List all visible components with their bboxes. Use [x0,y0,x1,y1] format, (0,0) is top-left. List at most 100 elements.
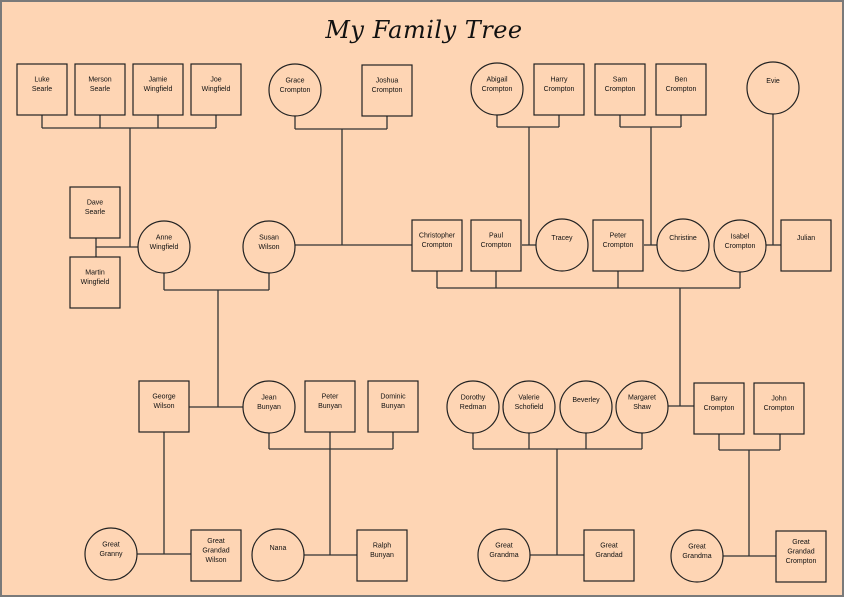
person-node-evie[interactable]: Evie [746,61,800,115]
person-name-line: Grace [285,78,304,85]
person-name-line: Crompton [603,242,634,249]
person-node-christine[interactable]: Christine [656,218,710,272]
person-name-line: Crompton [764,405,795,412]
person-name-line: Joe [210,77,221,84]
person-name-line: Peter [322,394,339,401]
person-circle [251,528,305,582]
person-box [470,219,522,272]
person-name-line: Bunyan [257,404,281,411]
person-name-line: Searle [85,209,105,216]
person-name-line: Crompton [422,242,453,249]
person-node-beverley[interactable]: Beverley [559,380,613,434]
person-name-line: Christine [669,235,697,242]
person-name-line: Great [102,542,120,549]
person-box [74,63,126,116]
person-box [592,219,644,272]
person-name-line: Great [688,544,706,551]
person-name-line: Susan [259,235,279,242]
person-name-line: Grandma [682,553,711,560]
person-box [753,382,805,435]
person-node-julian[interactable]: Julian [780,219,832,272]
person-name-line: Granny [100,551,123,558]
person-name-line: Crompton [372,87,403,94]
person-name-line: Joshua [376,78,399,85]
person-name-line: Dominic [380,394,406,401]
person-circle [713,219,767,273]
person-name-line: Searle [32,86,52,93]
person-name-line: Jamie [149,77,168,84]
person-name-line: Grandad [595,552,622,559]
person-name-line: Paul [489,233,503,240]
person-name-line: Schofield [515,404,544,411]
person-name-line: Crompton [605,86,636,93]
person-name-line: Wingfield [144,86,173,93]
person-node-tracey[interactable]: Tracey [535,218,589,272]
person-name-line: Wingfield [150,244,179,251]
person-name-line: Wilson [205,557,226,564]
person-name-line: Grandma [489,552,518,559]
person-circle [656,218,710,272]
person-name-line: Luke [34,77,49,84]
person-name-line: Dave [87,200,103,207]
person-box [190,63,242,116]
person-box [411,219,463,272]
person-circle [470,62,524,116]
person-name-line: Wingfield [81,279,110,286]
person-name-line: Anne [156,235,172,242]
person-name-line: Nana [270,545,287,552]
person-name-line: Isabel [731,234,750,241]
person-circle [84,527,138,581]
person-box [583,529,635,582]
person-name-line: Peter [610,233,627,240]
person-name-line: Bunyan [318,403,342,410]
person-name-line: Barry [711,396,728,403]
person-name-line: Crompton [482,86,513,93]
person-name-line: Crompton [786,558,817,565]
person-name-line: Margaret [628,395,656,402]
person-box [594,63,646,116]
person-node-nana[interactable]: Nana [251,528,305,582]
person-name-line: Great [600,543,618,550]
person-circle [268,63,322,117]
person-box [138,380,190,433]
person-name-line: Beverley [572,397,600,404]
person-name-line: Bunyan [381,403,405,410]
person-name-line: Ben [675,77,688,84]
person-name-line: Searle [90,86,110,93]
